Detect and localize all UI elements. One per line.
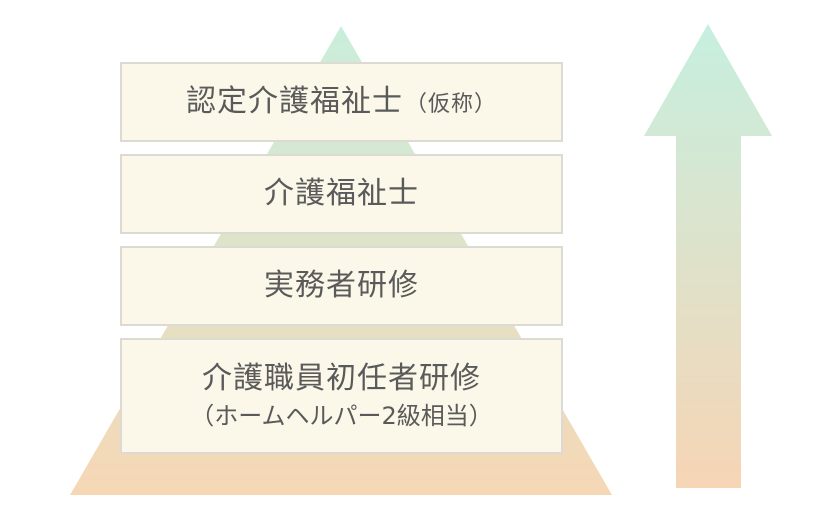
level-label: 介護福祉士 xyxy=(264,176,419,212)
level-label-note: （ホームヘルパー2級相当） xyxy=(190,402,493,431)
level-label: 認定介護福祉士 xyxy=(185,84,403,120)
level-label-line: 認定介護福祉士（仮称） xyxy=(186,83,497,121)
up-arrow-icon xyxy=(644,24,772,488)
level-box-initial-training: 介護職員初任者研修 （ホームヘルパー2級相当） xyxy=(120,338,563,454)
level-box-care-worker: 介護福祉士 xyxy=(120,154,563,234)
level-box-practitioner-training: 実務者研修 xyxy=(120,246,563,326)
level-label: 介護職員初任者研修 xyxy=(202,360,481,396)
level-label: 実務者研修 xyxy=(264,268,419,304)
level-label-suffix: （仮称） xyxy=(404,92,497,118)
level-box-certified-care-worker: 認定介護福祉士（仮称） xyxy=(120,62,563,142)
